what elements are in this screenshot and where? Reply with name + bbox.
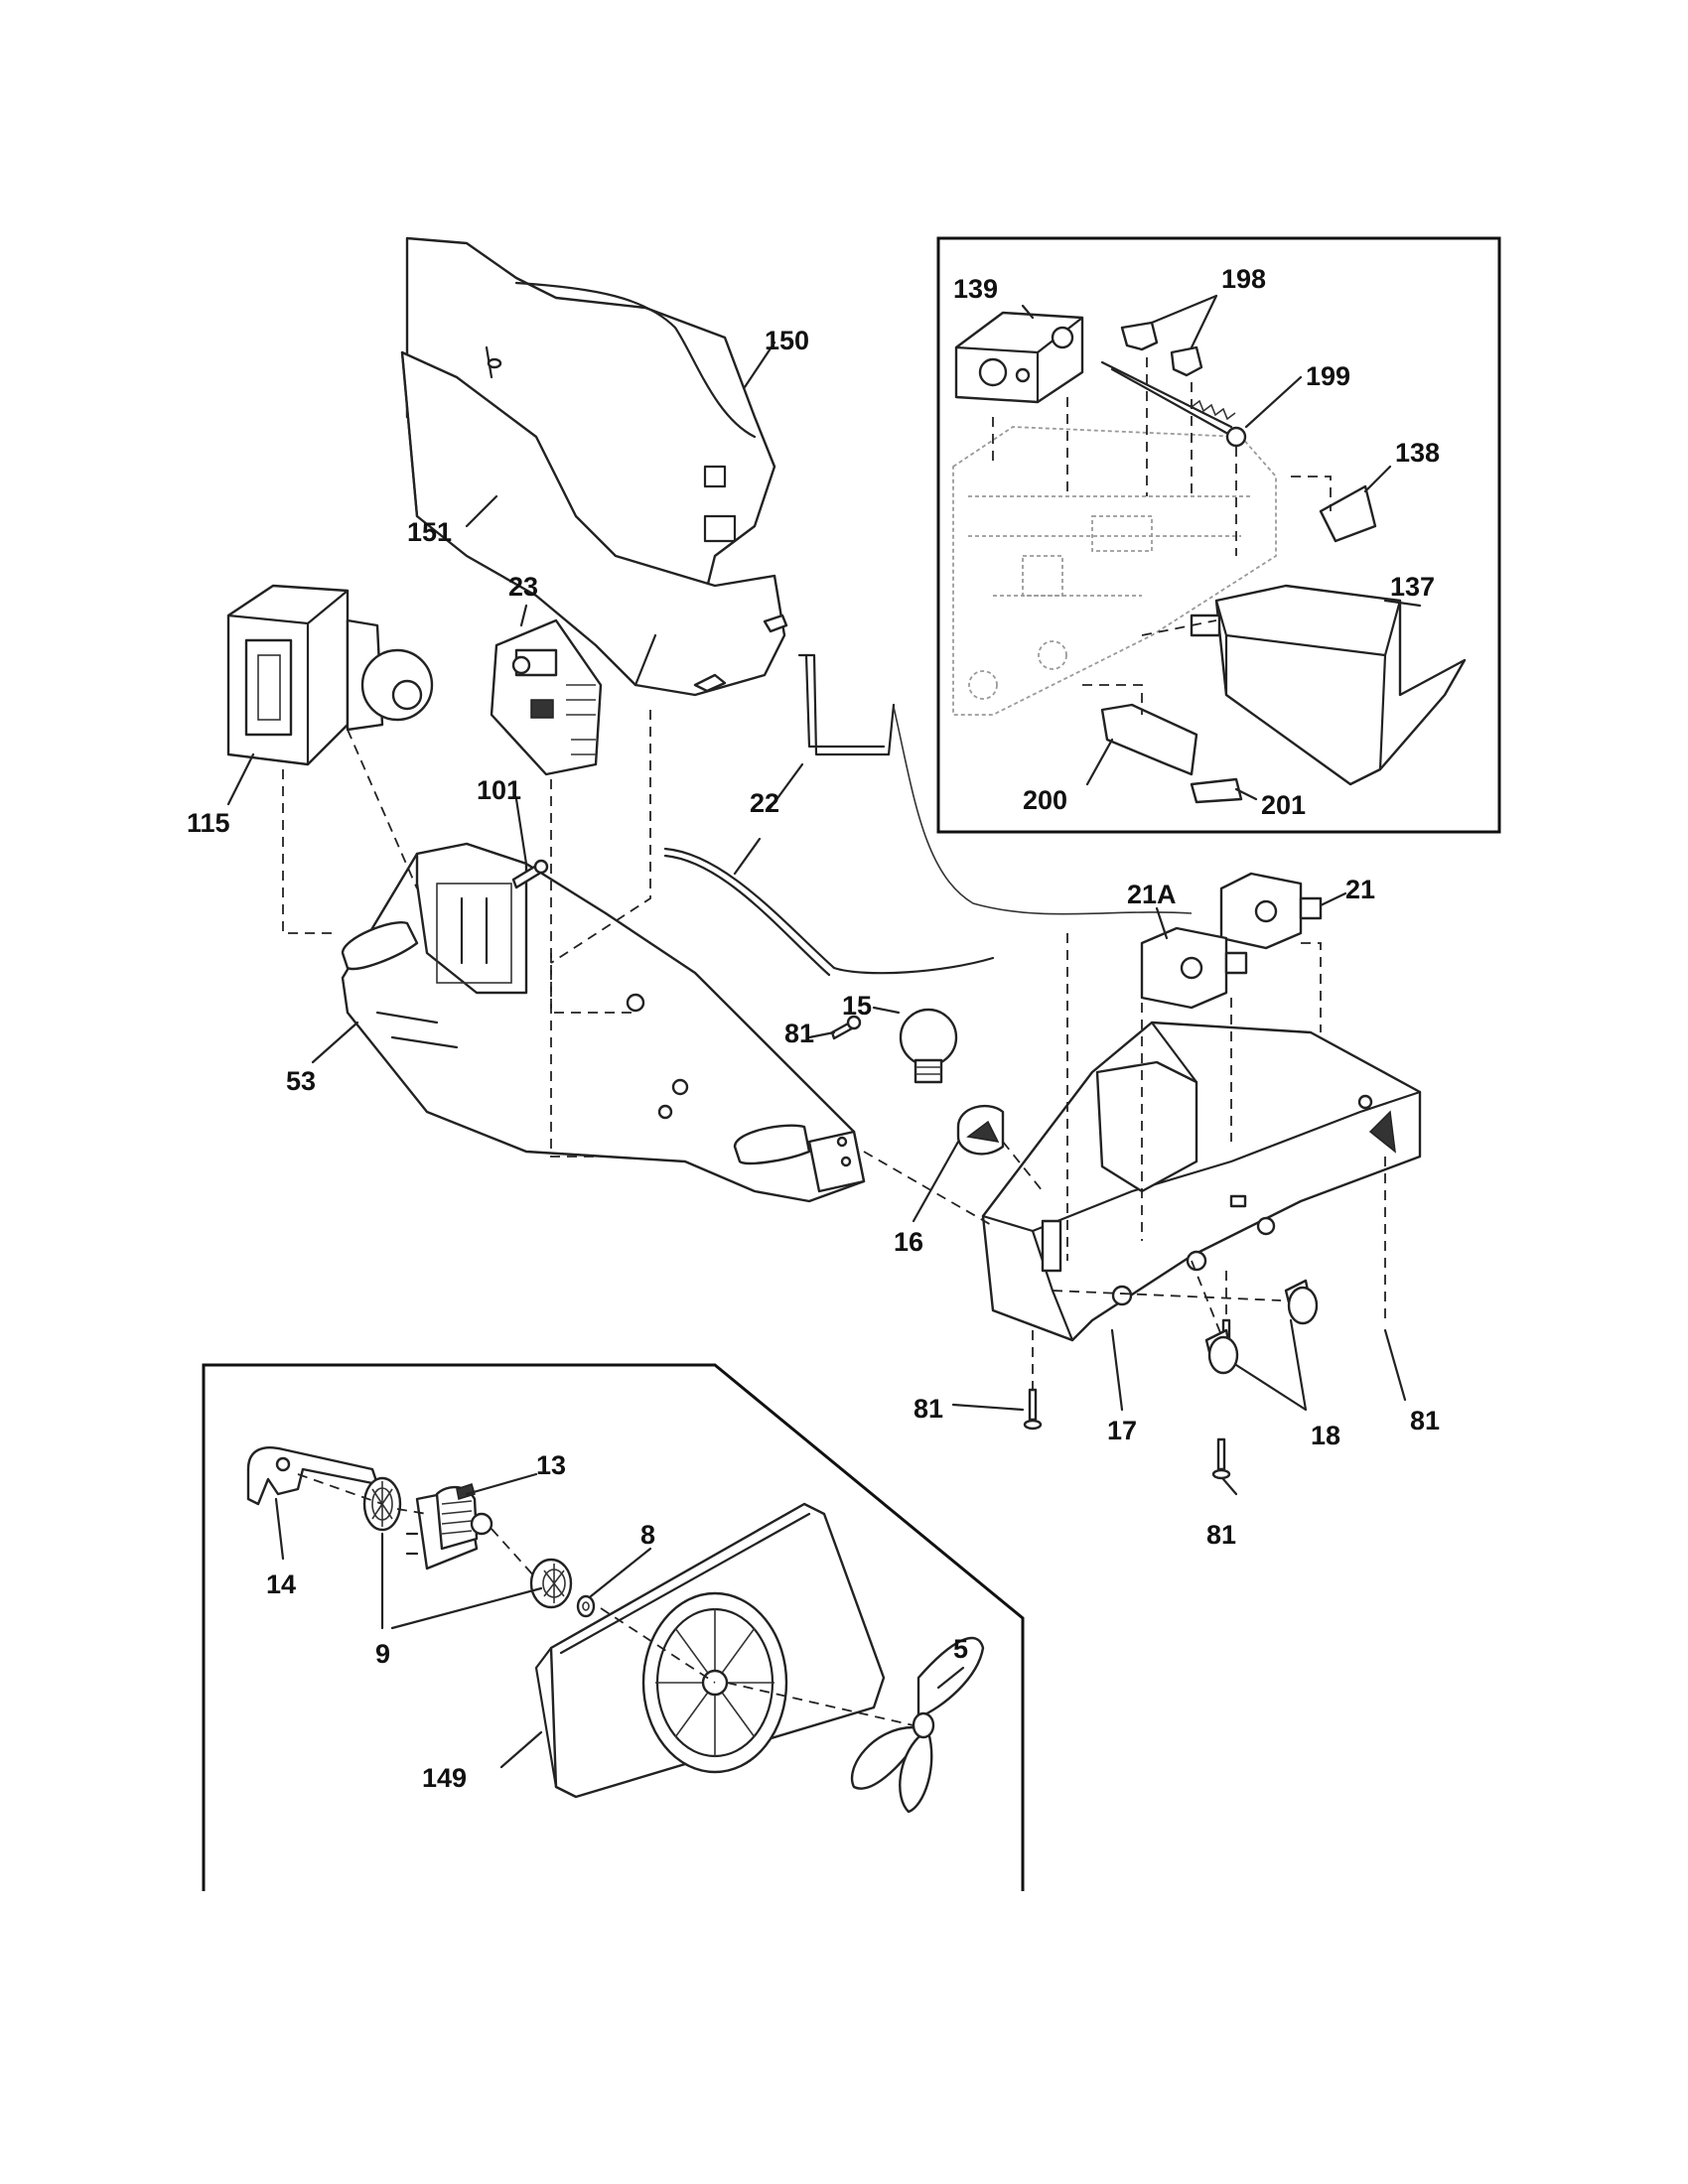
guide-23-to-53 [550,710,651,1014]
guide-53-box [550,953,606,1158]
label-150: 150 [765,326,809,355]
label-81-b: 81 [914,1394,943,1424]
guide-socket-to-housing [863,1141,1386,1390]
part-15-bulb [899,1008,958,1084]
label-13: 13 [536,1450,566,1480]
label-101: 101 [477,775,521,805]
label-139: 139 [953,274,998,304]
label-22: 22 [750,788,779,818]
part-labels: 139 198 199 138 137 200 201 150 151 23 1… [187,264,1440,1793]
label-5: 5 [953,1634,968,1664]
label-14: 14 [266,1570,296,1599]
part-13-fan-motor [405,1483,493,1570]
guide-115-to-53b [347,729,418,889]
label-15: 15 [842,991,872,1021]
label-16: 16 [894,1227,923,1257]
part-101-screw [511,859,549,889]
label-18: 18 [1311,1421,1340,1450]
part-16-socket [956,1104,1005,1156]
part-81-screw-d [1211,1437,1231,1480]
label-151: 151 [407,517,452,547]
part-18-knob-b [1204,1328,1239,1375]
label-200: 200 [1023,785,1067,815]
part-115-control-housing [226,584,434,766]
guide-115-to-53 [282,769,338,934]
part-149-fan-shroud [534,1502,886,1799]
part-53-main-bracket [341,842,866,1203]
label-138: 138 [1395,438,1440,468]
inset-ghost-housing [952,426,1277,716]
label-8: 8 [640,1520,655,1550]
part-137-paddle [1190,584,1467,786]
part-21-switch [1219,872,1323,950]
leader-lines [226,341,1407,1769]
part-151-duct-back [400,350,788,697]
part-139-switch [954,311,1084,404]
label-81-c: 81 [1206,1520,1236,1550]
label-9: 9 [375,1639,390,1669]
part-23-circuit-board [490,618,603,776]
part-200-pad [1100,703,1198,776]
label-149: 149 [422,1763,467,1793]
part-18-knob-a [1284,1279,1319,1325]
part-14-bracket [246,1446,379,1506]
label-81-a: 81 [784,1019,814,1048]
part-9-grommet-b [529,1558,573,1609]
part-138-bracket [1319,484,1377,543]
inset-detail-box [936,236,1501,834]
part-8-washer [576,1594,596,1618]
label-23: 23 [508,572,538,602]
label-201: 201 [1261,790,1306,820]
part-81-screw-a [830,1015,862,1040]
part-199-spring-rod [1100,360,1247,448]
part-21a-switch [1140,926,1248,1010]
label-53: 53 [286,1066,316,1096]
label-198: 198 [1221,264,1266,294]
label-21a: 21A [1127,880,1177,909]
part-17-housing [981,1021,1422,1342]
label-81-d: 81 [1410,1406,1440,1435]
label-115: 115 [187,808,230,838]
label-17: 17 [1107,1416,1137,1445]
label-137: 137 [1390,572,1435,602]
part-198-clips [1120,321,1203,377]
fan-inset-box [202,1363,1025,1891]
label-21: 21 [1345,875,1375,904]
part-81-screw-b [1023,1388,1043,1431]
guide-switches-to-housing [1066,933,1322,1261]
part-150-duct-cover [405,236,776,637]
part-22-tube [663,653,1193,977]
label-199: 199 [1306,361,1350,391]
part-201-label [1190,777,1243,804]
